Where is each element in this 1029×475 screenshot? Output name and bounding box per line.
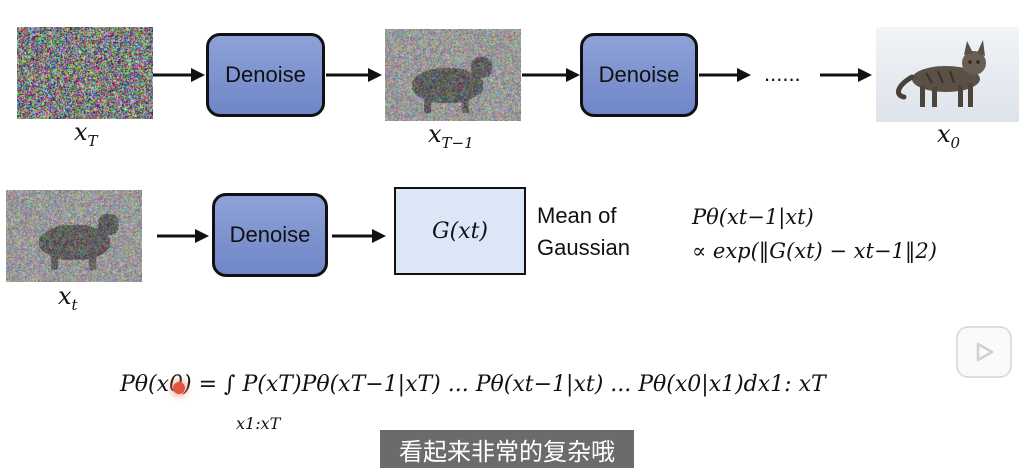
noisy-cat-image-xt bbox=[6, 190, 142, 282]
label-xt: xt bbox=[58, 282, 78, 314]
arrow-1 bbox=[153, 68, 205, 82]
arrow-7 bbox=[332, 229, 386, 243]
arrow-4 bbox=[699, 68, 751, 82]
arrow-6 bbox=[157, 229, 209, 243]
noise-image-xT bbox=[17, 27, 153, 119]
play-button[interactable] bbox=[956, 326, 1012, 378]
cat-image-x0 bbox=[876, 27, 1019, 122]
play-icon bbox=[976, 342, 994, 362]
conditional-probability-formula: Pθ(xt−1|xt) ∝ exp(‖G(xt) − xt−1‖2) bbox=[692, 205, 937, 263]
denoise-box-2: Denoise bbox=[580, 33, 698, 117]
arrow-5 bbox=[820, 68, 872, 82]
label-x0: x0 bbox=[937, 120, 961, 152]
noisy-cat-image-xT-1 bbox=[385, 29, 521, 121]
integral-lower-bound: x1:xT bbox=[236, 414, 281, 433]
denoise-box-1: Denoise bbox=[206, 33, 325, 117]
mean-of-gaussian-label: Mean of Gaussian bbox=[537, 203, 630, 260]
cursor-dot bbox=[173, 382, 185, 394]
label-xT-1: xT−1 bbox=[428, 120, 474, 152]
denoise-box-3: Denoise bbox=[212, 193, 328, 277]
label-xT: xT bbox=[74, 118, 98, 150]
marginal-likelihood-formula: Pθ(x0) = ∫ P(xT)Pθ(xT−1|xT) ... Pθ(xt−1|… bbox=[120, 372, 826, 397]
arrow-3 bbox=[522, 68, 580, 82]
g-function-label: G(xt) bbox=[432, 218, 488, 244]
subtitle-caption: 看起来非常的复杂哦 bbox=[380, 430, 634, 468]
g-function-box: G(xt) bbox=[394, 187, 526, 275]
ellipsis: ...... bbox=[764, 61, 801, 86]
arrow-2 bbox=[326, 68, 382, 82]
